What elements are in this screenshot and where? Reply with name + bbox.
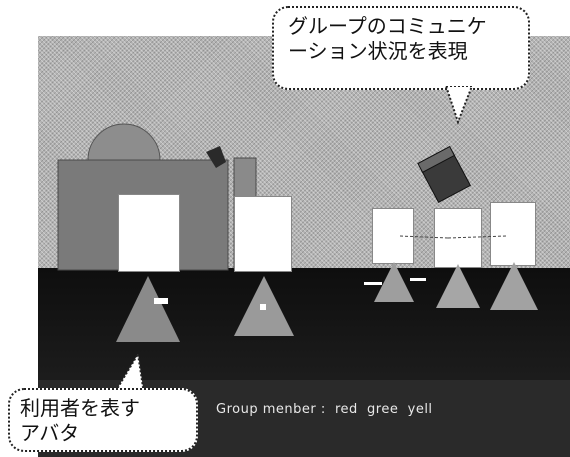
- callout-line: アバタ: [20, 421, 80, 445]
- floor-marker: [410, 278, 426, 281]
- avatar-head: [118, 194, 180, 272]
- callout-line: 利用者を表す: [20, 396, 140, 420]
- group-link-line: [447, 235, 507, 239]
- callout-line: グループのコミュニケ: [288, 14, 487, 38]
- small-shape-object: [206, 146, 226, 168]
- avatar-marker: [260, 304, 266, 310]
- avatar-body: [490, 262, 538, 310]
- avatar-head: [234, 196, 292, 272]
- callout-pointer: [444, 86, 474, 125]
- callout-line: ーション状況を表現: [288, 39, 468, 63]
- avatar-head: [490, 202, 536, 266]
- floor-marker: [364, 282, 382, 285]
- group-member-status: Group menber : red gree yell: [216, 402, 433, 417]
- callout-group-status: グループのコミュニケ ーション状況を表現: [272, 6, 530, 90]
- avatar-marker: [154, 298, 168, 304]
- avatar-body: [116, 276, 180, 342]
- dome-object: [87, 123, 161, 161]
- group-links: [364, 235, 507, 285]
- avatar-body: [436, 264, 480, 308]
- group-link-line: [399, 235, 449, 239]
- callout-pointer: [112, 352, 146, 395]
- callout-avatar: 利用者を表す アバタ: [8, 388, 198, 452]
- group-status-cube: [417, 145, 472, 204]
